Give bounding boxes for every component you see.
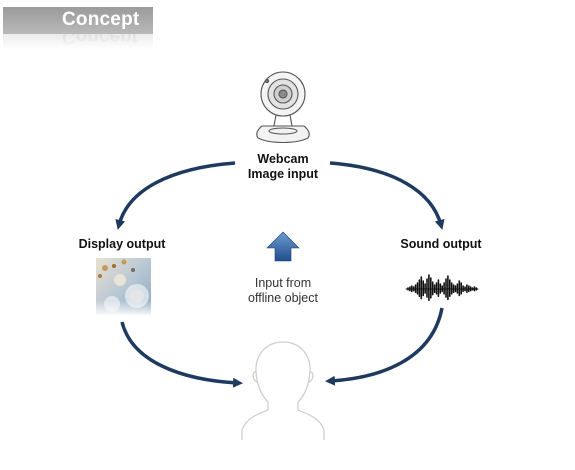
arrow-sound-to-head — [325, 307, 444, 386]
up-arrow-icon — [266, 231, 300, 262]
display-output-label: Display output — [78, 237, 166, 251]
offline-input-label: Input from offline object — [232, 276, 334, 306]
webcam-label-line2: Image input — [247, 167, 319, 181]
person-head-icon — [241, 341, 325, 440]
webcam-label: Webcam Image input — [233, 152, 333, 182]
title-reflection: Concept — [3, 34, 153, 50]
webcam-icon — [256, 71, 310, 144]
sound-output-label: Sound output — [400, 237, 482, 251]
page-title: Concept — [62, 9, 140, 30]
webcam-label-line1: Webcam — [257, 152, 309, 166]
offline-input-line1: Input from — [254, 276, 312, 290]
arrow-display-to-head — [120, 321, 243, 388]
sound-waveform-icon — [405, 274, 479, 302]
arrow-webcam-to-display — [115, 161, 236, 230]
offline-input-line2: offline object — [248, 291, 318, 305]
display-thumbnail-icon — [96, 258, 151, 316]
arrow-webcam-to-sound — [329, 161, 445, 230]
title-banner — [3, 7, 153, 34]
